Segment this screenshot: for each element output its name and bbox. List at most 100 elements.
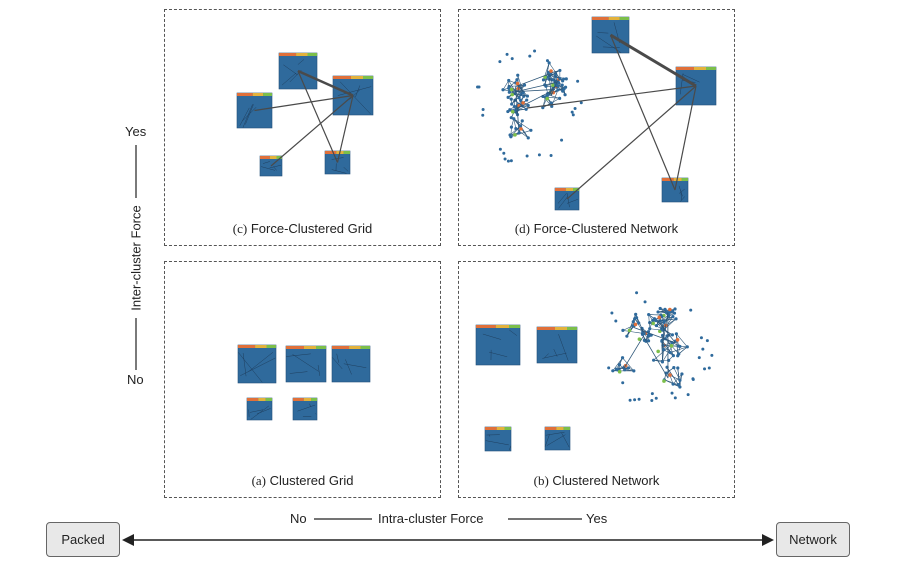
cluster-block	[536, 326, 578, 364]
network-node	[526, 136, 530, 140]
network-bridge-edge	[516, 89, 555, 93]
inter-cluster-edge	[254, 94, 354, 112]
panel-clustered-network: (b) Clustered Network	[458, 261, 735, 498]
cluster-top-row	[325, 151, 337, 154]
network-node-accent	[549, 69, 553, 73]
cluster-inner-edge	[331, 169, 347, 174]
cluster-top-row	[247, 398, 259, 401]
network-edge	[676, 333, 679, 356]
network-edge	[517, 75, 524, 93]
network-button[interactable]: Network	[776, 522, 850, 557]
network-node	[507, 90, 511, 94]
network-bridge-edge	[656, 320, 676, 344]
cluster-top-row	[509, 325, 520, 328]
network-node	[674, 317, 678, 321]
network-node	[558, 96, 562, 100]
network-node	[650, 392, 654, 396]
cluster-top-row	[266, 345, 276, 348]
network-node	[506, 95, 510, 99]
cluster-inner-edge	[286, 353, 311, 357]
cluster-top-row	[619, 17, 629, 20]
network-edge	[517, 105, 529, 110]
network-node	[533, 49, 537, 53]
network-node	[654, 396, 658, 400]
network-node	[519, 98, 523, 103]
network-node	[510, 57, 514, 61]
cluster-top-row	[303, 398, 311, 401]
network-node	[697, 356, 701, 360]
network-node	[635, 316, 639, 320]
network-node-accent	[627, 328, 632, 333]
inter-cluster-edge	[297, 69, 354, 97]
cluster-inner-edge	[682, 73, 700, 83]
network-node	[671, 314, 675, 319]
cluster-inner-edge	[488, 434, 491, 437]
network-bridge-edge	[515, 86, 520, 132]
network-node-accent	[513, 133, 517, 137]
cluster-inner-edge	[281, 73, 297, 86]
network-node	[514, 126, 518, 131]
clustered-grid-figure	[237, 344, 371, 421]
network-bridge-edge	[548, 73, 552, 96]
inter-cluster-edge	[270, 95, 354, 167]
network-node	[570, 110, 574, 114]
packed-button[interactable]: Packed	[46, 522, 120, 557]
cluster-inner-edge	[597, 32, 609, 34]
cluster-top-row	[694, 67, 706, 70]
cluster-top-row	[296, 53, 308, 56]
network-edge	[622, 330, 645, 334]
cluster-top-row	[260, 156, 270, 159]
network-node	[647, 312, 651, 317]
network-node	[642, 331, 646, 336]
cluster-top-row	[343, 151, 350, 154]
cluster-grid	[285, 345, 327, 383]
network-node	[674, 332, 678, 336]
cluster-top-row	[555, 188, 566, 191]
network-edge	[672, 373, 683, 385]
network-node	[529, 128, 533, 132]
cluster-top-row	[360, 346, 370, 349]
network-node	[654, 323, 659, 328]
network-node	[671, 354, 675, 358]
network-node	[673, 307, 677, 311]
cluster-inner-edge	[546, 434, 566, 446]
cluster-inner-edge	[297, 404, 316, 412]
cluster-block	[475, 324, 521, 366]
network-node	[663, 307, 667, 311]
panel-caption-b: (b) Clustered Network	[459, 473, 734, 489]
network-node	[677, 352, 681, 356]
cluster-inner-edge	[485, 440, 509, 446]
network-node	[537, 153, 541, 157]
caption-lead-c: (c)	[232, 221, 248, 236]
cluster-top-row	[304, 346, 316, 349]
inter-cluster-edge	[297, 70, 339, 163]
network-edge	[515, 128, 529, 139]
cluster-grid	[331, 345, 371, 383]
network-node	[652, 358, 656, 362]
caption-title-d: Force-Clustered Network	[533, 221, 679, 236]
network-node	[505, 52, 509, 56]
network-node	[610, 311, 614, 315]
cluster-top-row	[504, 427, 511, 430]
panel-clustered-grid: (a) Clustered Grid	[164, 261, 441, 498]
cluster-inner-edge	[349, 89, 361, 100]
network-edge	[612, 357, 623, 371]
cluster-top-row	[706, 67, 716, 70]
network-node	[652, 317, 657, 321]
network-edge	[502, 80, 509, 90]
network-node	[518, 124, 523, 128]
cluster-inner-edge	[248, 352, 274, 372]
cluster-inner-edge	[509, 329, 518, 336]
cluster-inner-edge	[482, 333, 502, 340]
cluster-inner-edge	[260, 166, 276, 171]
network-node	[526, 103, 530, 108]
cluster-top-row	[258, 398, 266, 401]
inter-cluster-edge	[609, 33, 697, 88]
cluster-top-row	[563, 427, 570, 430]
network-node	[614, 319, 618, 323]
cluster-inner-edge	[315, 413, 317, 415]
cluster-inner-edge	[331, 157, 344, 160]
cluster-top-row	[662, 178, 674, 181]
cluster-grid	[278, 52, 318, 90]
network-node-accent	[521, 101, 525, 105]
